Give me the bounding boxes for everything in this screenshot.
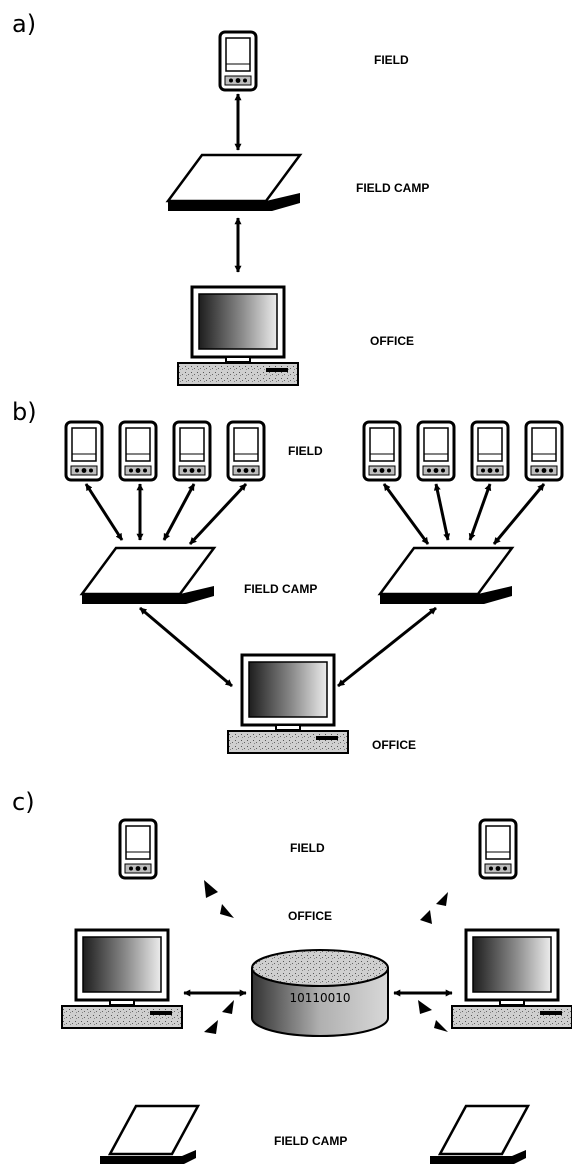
- field-pda-icon: [362, 420, 402, 482]
- camp-office-arrow: [139, 606, 233, 688]
- database-bits-text: 10110010: [289, 991, 350, 1005]
- wireless-link-icon: [418, 1000, 448, 1032]
- wireless-link-icon: [204, 1000, 234, 1034]
- pda-camp-arrow: [492, 483, 546, 545]
- database-icon: 10110010: [251, 949, 389, 1037]
- panel-c-label: c): [12, 788, 35, 816]
- office-desktop-icon: [450, 928, 572, 1030]
- panel-c: c) 10110010 F: [12, 788, 572, 1166]
- tier-label-field-camp: FIELD CAMP: [356, 181, 429, 195]
- pda-camp-arrow: [188, 482, 248, 546]
- pda-camp-arrow: [382, 483, 430, 545]
- field-pda-icon: [172, 420, 212, 482]
- tier-label-office: OFFICE: [288, 909, 332, 923]
- tier-label-field-camp: FIELD CAMP: [244, 582, 317, 596]
- panel-a-label: a): [12, 10, 36, 38]
- tier-label-field: FIELD: [290, 841, 325, 855]
- field-camp-laptop-icon: [378, 546, 514, 606]
- tier-label-field-camp: FIELD CAMP: [274, 1134, 347, 1148]
- field-camp-laptop-icon: [428, 1104, 530, 1166]
- field-camp-laptop-icon: [80, 546, 216, 606]
- field-camp-laptop-icon: [98, 1104, 200, 1166]
- pda-camp-arrow: [433, 483, 451, 541]
- panel-a: a) FIELD FIELD CAMP OFFICE: [12, 10, 429, 387]
- field-pda-icon: [218, 30, 258, 92]
- field-pda-icon: [64, 420, 104, 482]
- pda-camp-arrow: [162, 483, 196, 541]
- tier-label-office: OFFICE: [370, 334, 414, 348]
- field-pda-icon: [524, 420, 564, 482]
- office-desktop-icon: [226, 653, 350, 755]
- camp-office-arrow: [337, 606, 437, 688]
- pda-camp-arrow: [468, 483, 492, 541]
- tier-label-field: FIELD: [374, 53, 409, 67]
- field-pda-icon: [118, 818, 158, 880]
- tier-label-office: OFFICE: [372, 738, 416, 752]
- office-desktop-icon: [60, 928, 184, 1030]
- field-pda-icon: [478, 818, 518, 880]
- field-pda-icon: [118, 420, 158, 482]
- wireless-link-icon: [204, 880, 234, 918]
- field-pda-icon: [226, 420, 266, 482]
- panel-b-label: b): [12, 398, 37, 426]
- field-pda-icon: [470, 420, 510, 482]
- field-camp-laptop-icon: [166, 153, 302, 213]
- office-desktop-icon: [176, 285, 300, 387]
- wireless-link-icon: [420, 892, 448, 924]
- pda-camp-arrow: [84, 483, 124, 541]
- tier-label-field: FIELD: [288, 444, 323, 458]
- field-pda-icon: [416, 420, 456, 482]
- panel-b: b) FIELD FIELD CAMP OFFICE: [12, 398, 564, 755]
